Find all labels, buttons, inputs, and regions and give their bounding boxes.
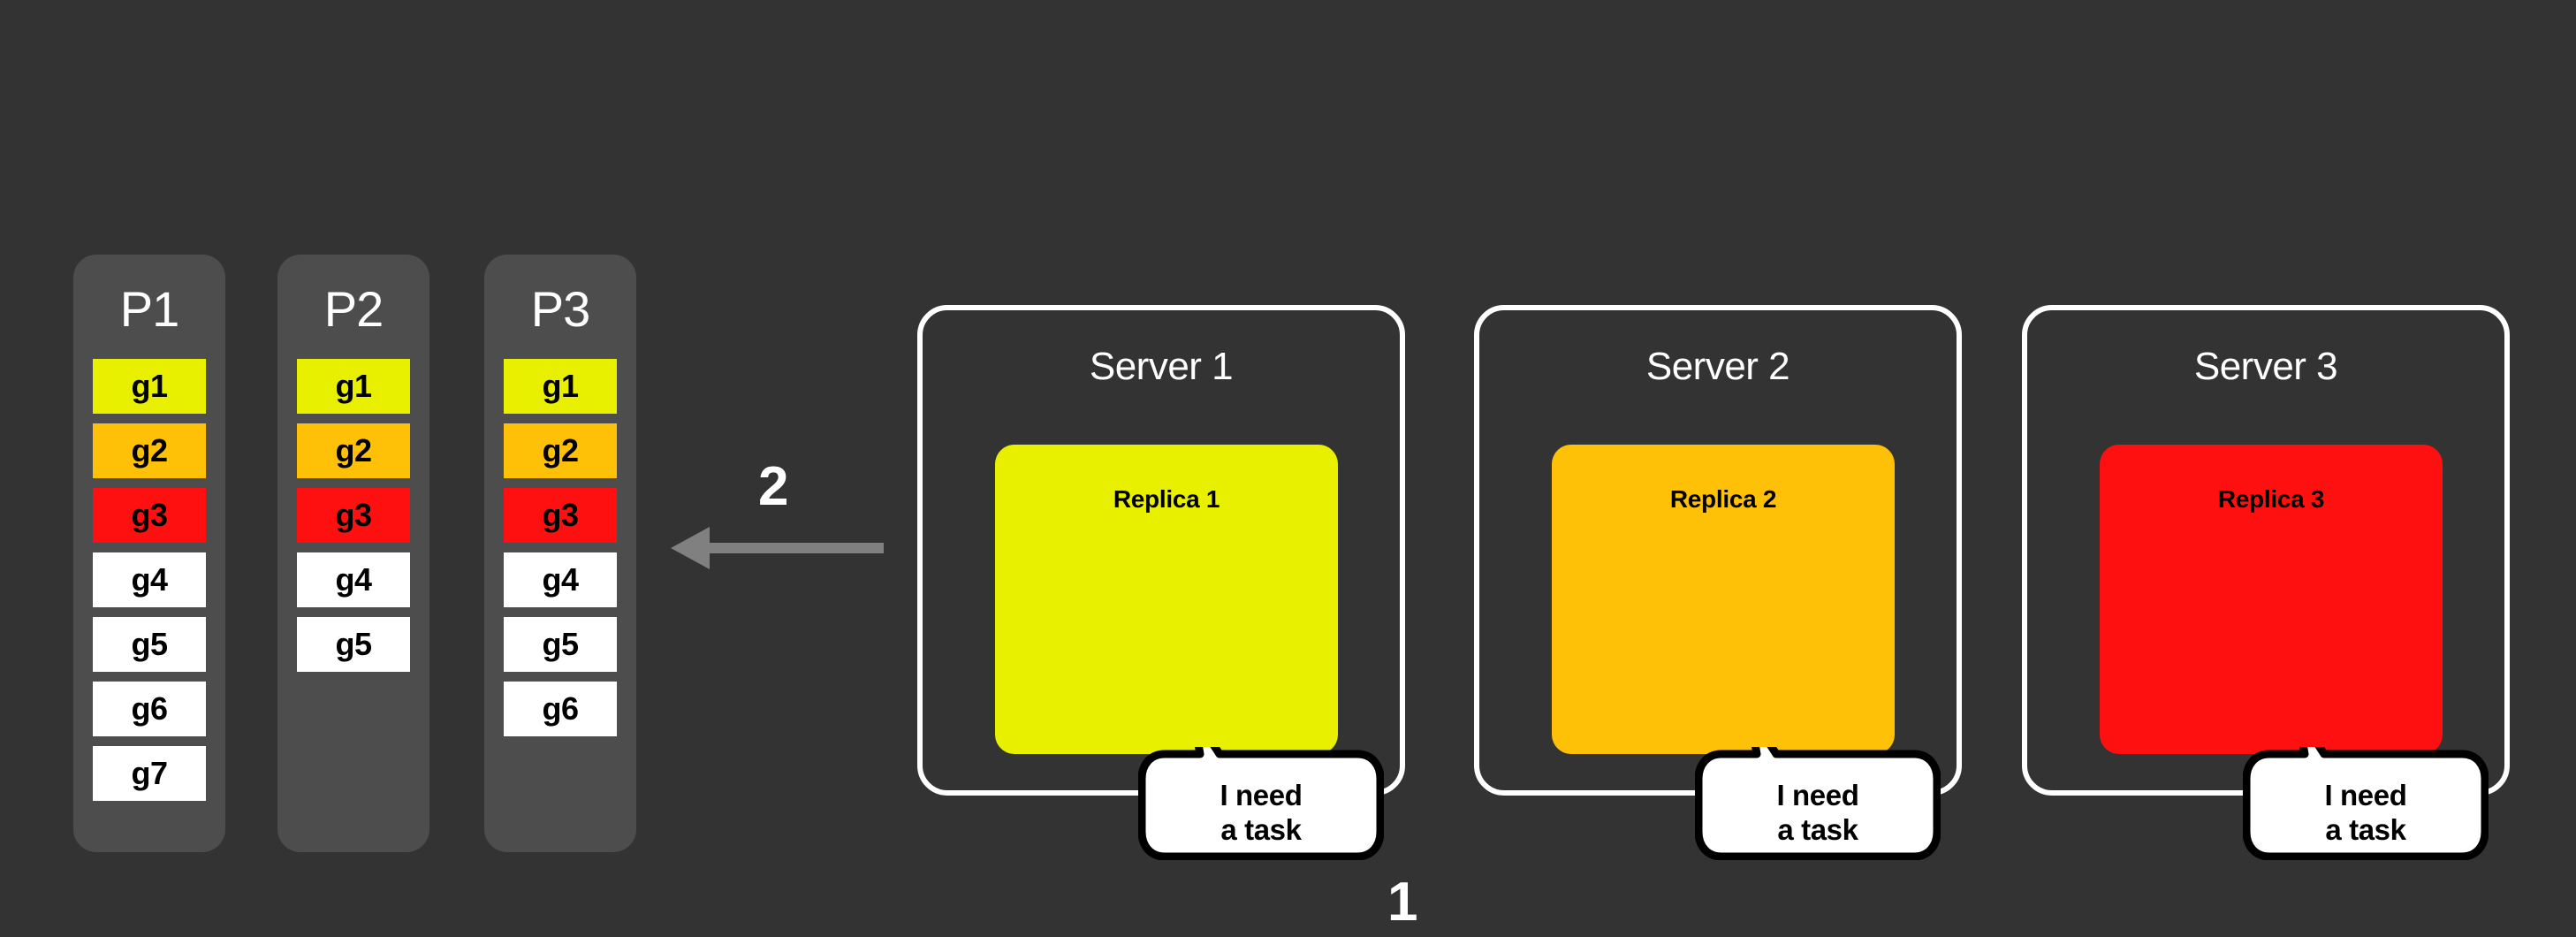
partition-task-list: g1 g2 g3 g4 g5 (297, 359, 410, 682)
speech-bubble-icon (1695, 747, 1941, 860)
partition-p2: P2 g1 g2 g3 g4 g5 (277, 255, 429, 852)
task-slot: g1 (93, 359, 206, 414)
task-slot: g3 (93, 488, 206, 543)
task-label: g5 (335, 626, 372, 662)
partition-title: P1 (119, 281, 180, 337)
speech-bubble-icon (1138, 747, 1384, 860)
replica-1-box: Replica 1 (995, 445, 1338, 754)
server-title: Server 2 (1645, 345, 1790, 388)
task-slot: g5 (93, 617, 206, 672)
task-label: g6 (542, 690, 579, 727)
partition-p3: P3 g1 g2 g3 g4 g5 g6 (484, 255, 636, 852)
bubble-text: I need a task (2324, 779, 2407, 846)
speech-bubble-icon (2243, 747, 2489, 860)
task-slot: g7 (93, 746, 206, 801)
task-label: g1 (335, 368, 372, 404)
task-label: g2 (335, 432, 372, 468)
bubble-text: I need a task (1776, 779, 1859, 846)
replica-label: Replica 1 (1113, 485, 1220, 513)
task-slot: g4 (504, 552, 617, 607)
task-label: g5 (542, 626, 579, 662)
partition-title: P3 (530, 281, 591, 337)
task-label: g5 (131, 626, 168, 662)
task-slot: g1 (297, 359, 410, 414)
task-slot: g6 (504, 682, 617, 736)
task-slot: g5 (297, 617, 410, 672)
step-2-label: 2 (758, 456, 789, 517)
task-slot: g4 (93, 552, 206, 607)
task-label: g2 (542, 432, 579, 468)
task-label: g4 (542, 561, 579, 598)
task-label: g7 (131, 755, 168, 791)
task-slot: g1 (504, 359, 617, 414)
task-label: g3 (131, 497, 168, 533)
task-slot: g2 (297, 423, 410, 478)
task-slot: g6 (93, 682, 206, 736)
replica-label: Replica 3 (2217, 485, 2325, 513)
server-1-box: Server 1 Replica 1 (917, 305, 1405, 796)
task-label: g3 (335, 497, 372, 533)
task-label: g3 (542, 497, 579, 533)
task-label: g4 (335, 561, 372, 598)
task-label: g2 (131, 432, 168, 468)
bubble-text: I need a task (1220, 779, 1303, 846)
replica-2-box: Replica 2 (1552, 445, 1895, 754)
server-title: Server 3 (2193, 345, 2338, 388)
assign-task-arrow (667, 523, 884, 573)
task-label: g6 (131, 690, 168, 727)
server-1-speech-bubble: I need a task (1138, 747, 1384, 860)
partition-title: P2 (323, 281, 384, 337)
task-label: g1 (542, 368, 579, 404)
arrow-left-icon (671, 527, 884, 569)
task-slot: g2 (504, 423, 617, 478)
server-2-box: Server 2 Replica 2 (1474, 305, 1962, 796)
partition-task-list: g1 g2 g3 g4 g5 g6 g7 (93, 359, 206, 811)
server-3-speech-bubble: I need a task (2243, 747, 2489, 860)
step-1-label: 1 (1387, 872, 1418, 933)
task-slot: g2 (93, 423, 206, 478)
server-2-speech-bubble: I need a task (1695, 747, 1941, 860)
task-label: g1 (131, 368, 168, 404)
server-title: Server 1 (1089, 345, 1234, 388)
server-3-box: Server 3 Replica 3 (2022, 305, 2510, 796)
task-slot: g5 (504, 617, 617, 672)
replica-3-box: Replica 3 (2100, 445, 2443, 754)
task-slot: g4 (297, 552, 410, 607)
task-slot: g3 (297, 488, 410, 543)
task-label: g4 (131, 561, 168, 598)
replica-label: Replica 2 (1669, 485, 1777, 513)
partition-p1: P1 g1 g2 g3 g4 g5 g6 g7 (73, 255, 225, 852)
partition-task-list: g1 g2 g3 g4 g5 g6 (504, 359, 617, 746)
task-slot: g3 (504, 488, 617, 543)
